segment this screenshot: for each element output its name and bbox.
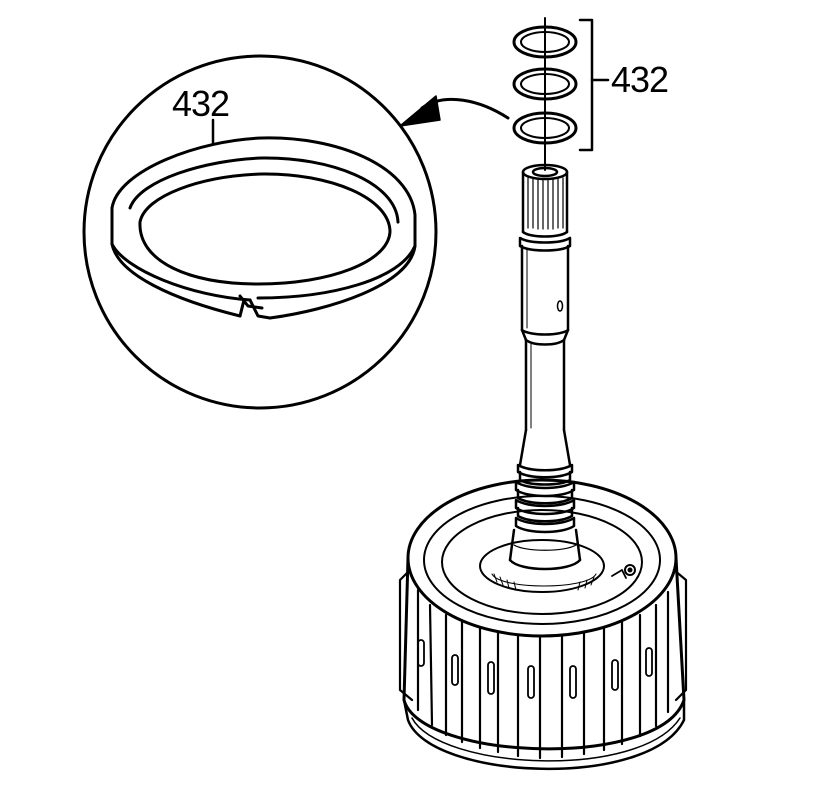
drum-splines — [398, 568, 688, 760]
seal-ring-bottom — [512, 111, 578, 145]
ring-bracket — [578, 18, 594, 152]
seal-ring-top — [512, 25, 578, 59]
clutch-housing — [398, 478, 688, 770]
rings-callout-label: 432 — [611, 59, 669, 100]
detail-view — [82, 54, 438, 410]
seal-ring-stack — [512, 17, 610, 171]
seal-ring-middle — [512, 67, 578, 101]
enlarged-seal-ring — [110, 136, 417, 320]
curved-arrow-icon — [399, 95, 510, 127]
turbine-shaft — [508, 163, 582, 571]
drum-slots — [417, 639, 653, 699]
detail-callout-label: 432 — [172, 83, 230, 124]
detail-circle — [82, 54, 438, 410]
